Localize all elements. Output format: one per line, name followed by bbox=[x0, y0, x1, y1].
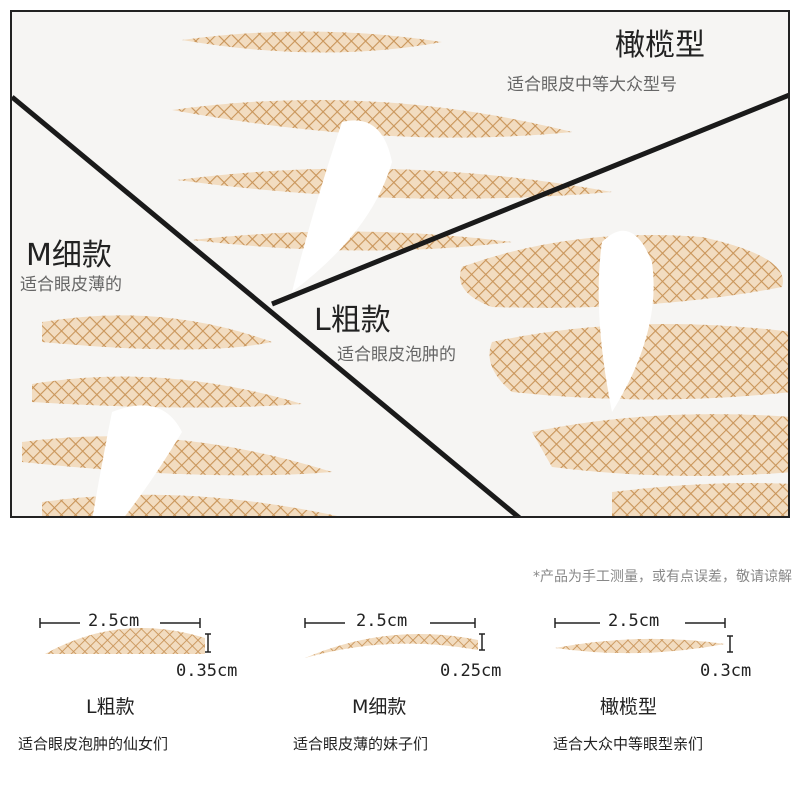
photo-illustration bbox=[12, 31, 788, 516]
dimension-diagrams bbox=[39, 618, 733, 658]
l-strip bbox=[489, 324, 788, 400]
l-product-name: L粗款 bbox=[86, 696, 135, 718]
l-strip-shape bbox=[45, 628, 205, 654]
l-thickness: 0.35cm bbox=[176, 661, 238, 681]
m-product-name: M细款 bbox=[352, 696, 407, 718]
l-strip bbox=[612, 483, 788, 516]
olive-strip bbox=[192, 231, 512, 251]
olive-strip bbox=[182, 31, 442, 53]
m-product-desc: 适合眼皮薄的妹子们 bbox=[293, 735, 429, 753]
olive-strip bbox=[177, 168, 612, 199]
olive-product-name: 橄榄型 bbox=[600, 696, 658, 718]
white-backing bbox=[598, 230, 654, 412]
white-backing bbox=[292, 120, 392, 292]
measurement-note: *产品为手工测量，或有点误差，敬请谅解 bbox=[533, 569, 792, 585]
l-type-desc: 适合眼皮泡肿的 bbox=[337, 345, 456, 365]
m-strip bbox=[42, 494, 338, 516]
m-strip bbox=[42, 315, 272, 350]
product-photo: 橄榄型 适合眼皮中等大众型号 M细款 适合眼皮薄的 L粗款 适合眼皮泡肿的 bbox=[10, 10, 790, 518]
l-length: 2.5cm bbox=[88, 611, 140, 631]
m-length: 2.5cm bbox=[356, 611, 408, 631]
m-thickness: 0.25cm bbox=[440, 661, 502, 681]
l-product-desc: 适合眼皮泡肿的仙女们 bbox=[18, 735, 169, 753]
m-strip bbox=[32, 376, 302, 408]
l-strip bbox=[532, 414, 788, 476]
olive-type-desc: 适合眼皮中等大众型号 bbox=[507, 75, 677, 95]
olive-product-desc: 适合大众中等眼型亲们 bbox=[553, 735, 704, 753]
m-type-name: M细款 bbox=[26, 238, 112, 273]
l-type-name: L粗款 bbox=[314, 303, 391, 338]
olive-strip-shape bbox=[555, 638, 725, 654]
divider-line bbox=[271, 92, 788, 307]
m-strip bbox=[22, 436, 332, 476]
white-backing bbox=[92, 405, 182, 516]
olive-length: 2.5cm bbox=[608, 611, 660, 631]
olive-strip bbox=[172, 99, 572, 138]
olive-type-name: 橄榄型 bbox=[615, 28, 705, 63]
divider-line bbox=[12, 95, 522, 516]
olive-thickness: 0.3cm bbox=[700, 661, 752, 681]
m-strip-shape bbox=[305, 634, 478, 658]
m-type-desc: 适合眼皮薄的 bbox=[20, 275, 122, 295]
